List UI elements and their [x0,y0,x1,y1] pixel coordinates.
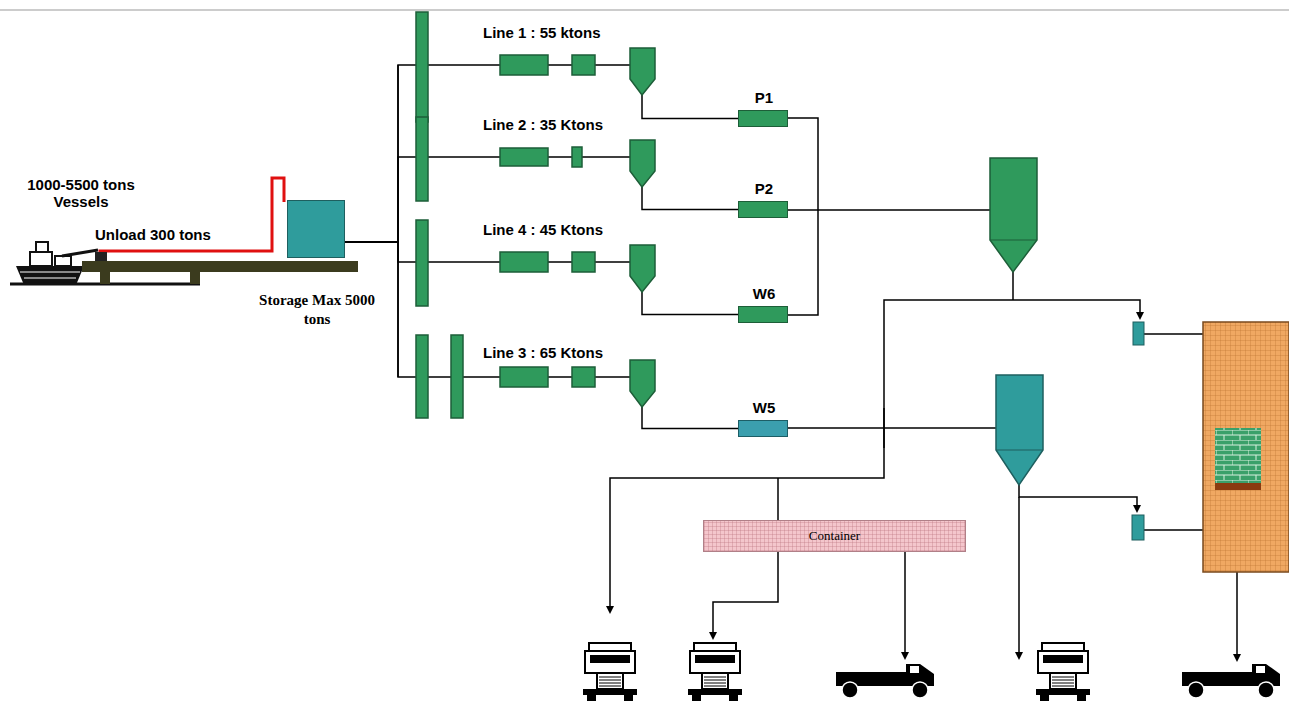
packer-box: P1 [738,110,788,127]
flow-line [345,65,738,242]
truck-icons [583,643,1280,701]
node-label: Container [809,528,860,544]
flow-line [345,242,738,429]
node-heading: W5 [734,399,794,416]
line-label: Line 3 : 65 Ktons [483,344,603,361]
line-label: Line 2 : 35 Ktons [483,116,603,133]
weigher-box: W6 [738,306,788,323]
line-label: Line 1 : 55 ktons [483,24,601,41]
weigher-box: W5 [738,420,788,437]
warehouse [1203,322,1289,572]
feeder-bars [416,12,463,418]
flow-line [345,242,738,315]
packer-box: P2 [738,201,788,218]
container-box: Container [703,520,966,552]
line-label: Line 4 : 45 Ktons [483,221,603,238]
node-heading: Storage Max 5000 tons [259,291,375,329]
node-heading: P2 [734,180,794,197]
vessel-label: 1000-5500 tons Vessels [16,176,146,210]
silo [990,158,1037,272]
flow-line [345,157,738,242]
unload-label: Unload 300 tons [95,226,211,243]
silo [996,375,1043,485]
node-heading: W6 [734,285,794,302]
dock [82,261,358,272]
storage-tank: Storage Max 5000 tons [287,200,345,258]
node-heading: P1 [734,89,794,106]
